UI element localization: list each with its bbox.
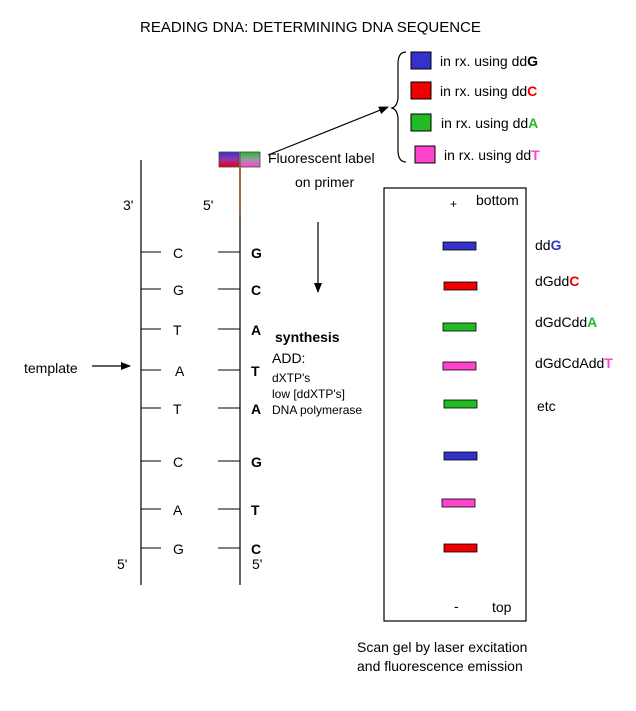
- gel-band-a: [443, 399, 478, 409]
- template-3prime-end: 3': [123, 197, 133, 213]
- synthesis-item-ddxtp: low [ddXTP's]: [272, 387, 345, 401]
- legend-brace: [390, 51, 407, 163]
- gel-bottom-label: bottom: [476, 192, 519, 208]
- template-base: T: [173, 401, 182, 417]
- gel-band-g: [442, 241, 477, 251]
- new-strand-base: C: [251, 282, 261, 298]
- band-label-1: ddG: [535, 237, 562, 253]
- label-to-legend-arrow: [267, 106, 389, 156]
- legend-label-c: in rx. using ddC: [440, 83, 537, 99]
- synthesis-item-dxtp: dXTP's: [272, 371, 310, 385]
- legend-swatch-c: [410, 81, 432, 100]
- template-base: C: [173, 454, 183, 470]
- legend-label-g: in rx. using ddG: [440, 53, 538, 69]
- band-label-etc: etc: [537, 398, 556, 414]
- template-base: T: [173, 322, 182, 338]
- synthesis-add: ADD:: [272, 350, 305, 366]
- gel-band-g: [443, 451, 478, 461]
- band-label-3: dGdCddA: [535, 314, 597, 330]
- legend-label-a: in rx. using ddA: [441, 115, 538, 131]
- new-strand-base: G: [251, 454, 262, 470]
- template-label: template: [24, 360, 78, 376]
- gel-band-a: [442, 322, 477, 332]
- band-label-4: dGdCdAddT: [535, 355, 613, 371]
- gel-band-t: [442, 361, 477, 371]
- gel-band-c: [443, 543, 478, 553]
- new-strand-base: A: [251, 401, 261, 417]
- new-strand-5prime-bottom: 5': [252, 556, 262, 572]
- legend: in rx. using ddG in rx. using ddC in rx.…: [410, 51, 540, 164]
- label-caption-line1: Fluorescent label: [268, 150, 375, 166]
- synthesis-item-polymerase: DNA polymerase: [272, 403, 362, 417]
- new-strand-5prime-top: 5': [203, 197, 213, 213]
- gel-box: [383, 187, 527, 622]
- new-strand-base: T: [251, 363, 260, 379]
- new-strand-base: C: [251, 541, 261, 557]
- template-5prime-end: 5': [117, 556, 127, 572]
- gel-plus-sign: +: [450, 197, 457, 211]
- page-title: READING DNA: DETERMINING DNA SEQUENCE: [140, 19, 481, 36]
- synthesis-heading: synthesis: [275, 329, 340, 345]
- legend-label-t: in rx. using ddT: [444, 147, 540, 163]
- base-pairs: C G G C T A A T T A C G A T G C: [141, 245, 262, 557]
- gel-minus-sign: -: [454, 598, 459, 614]
- template-base: G: [173, 282, 184, 298]
- legend-swatch-t: [414, 145, 436, 164]
- legend-swatch-g: [410, 51, 432, 70]
- scan-caption-line1: Scan gel by laser excitation: [357, 639, 527, 655]
- label-caption-line2: on primer: [295, 174, 354, 190]
- template-base: C: [173, 245, 183, 261]
- scan-caption-line2: and fluorescence emission: [357, 658, 523, 674]
- new-strand-base: T: [251, 502, 260, 518]
- new-strand-base: G: [251, 245, 262, 261]
- template-base: A: [175, 363, 185, 379]
- new-strand-base: A: [251, 322, 261, 338]
- legend-swatch-a: [410, 113, 432, 132]
- band-label-2: dGddC: [535, 273, 579, 289]
- gel-band-c: [443, 281, 478, 291]
- fluorescent-label-icon: [218, 151, 261, 215]
- template-base: A: [173, 502, 183, 518]
- gel-bands: [441, 241, 478, 553]
- template-base: G: [173, 541, 184, 557]
- gel-top-label: top: [492, 599, 512, 615]
- band-labels: ddG dGddC dGdCddA dGdCdAddT etc: [535, 237, 613, 414]
- gel-band-t: [441, 498, 476, 508]
